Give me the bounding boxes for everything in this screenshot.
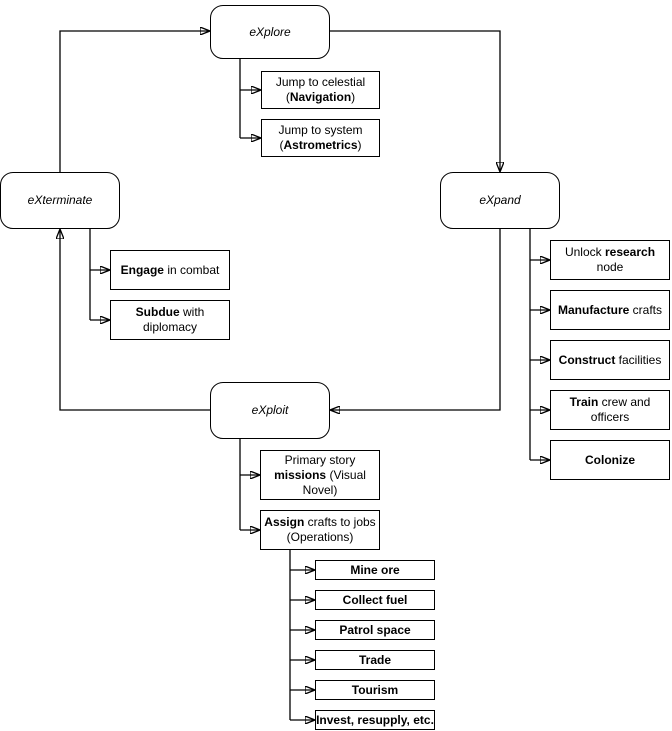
node-exploit-label: eXploit (251, 403, 289, 417)
box-train-crew-label: Train crew and officers (569, 395, 651, 424)
box-job-tourism: Tourism (315, 680, 435, 700)
node-exploit: eXploit (210, 382, 330, 439)
box-primary-missions: Primary story missions (Visual Novel) (260, 450, 380, 500)
box-job-mine-ore-label: Mine ore (350, 563, 400, 577)
node-expand-label: eXpand (479, 193, 521, 207)
connector-expand-to-exploit (331, 229, 501, 410)
box-job-collect-fuel: Collect fuel (315, 590, 435, 610)
box-job-patrol-space-label: Patrol space (339, 623, 411, 637)
node-expand: eXpand (440, 172, 560, 229)
node-exterminate: eXterminate (0, 172, 120, 229)
box-job-trade: Trade (315, 650, 435, 670)
box-primary-missions-label: Primary story missions (Visual Novel) (274, 452, 366, 497)
box-job-collect-fuel-label: Collect fuel (342, 593, 408, 607)
connector-explore-to-expand (330, 30, 500, 171)
box-engage-combat-label: Engage in combat (120, 262, 220, 277)
connector-exterminate-to-explore (59, 31, 209, 172)
box-jump-to-celestial-label: Jump to celestial (Navigation) (275, 75, 366, 104)
box-construct-facilities: Construct facilities (550, 340, 670, 380)
box-jump-to-celestial: Jump to celestial (Navigation) (261, 71, 380, 109)
box-subdue-diplomacy-label: Subdue with diplomacy (135, 305, 205, 334)
box-manufacture-crafts-label: Manufacture crafts (557, 302, 662, 317)
node-explore-label: eXplore (249, 24, 291, 39)
box-subdue-diplomacy: Subdue with diplomacy (110, 300, 230, 340)
connector-exploit-to-exterminate (60, 230, 210, 411)
box-train-crew: Train crew and officers (550, 390, 670, 430)
box-job-invest-label: Invest, resupply, etc. (316, 713, 434, 727)
node-explore: eXplore (210, 5, 330, 59)
box-unlock-research-label: Unlock research node (564, 245, 656, 274)
box-job-mine-ore: Mine ore (315, 560, 435, 580)
box-manufacture-crafts: Manufacture crafts (550, 290, 670, 330)
node-exterminate-label: eXterminate (27, 193, 93, 207)
box-assign-crafts-label: Assign crafts to jobs (Operations) (264, 515, 376, 544)
box-job-trade-label: Trade (358, 653, 391, 667)
box-jump-to-system-label: Jump to system (Astrometrics) (278, 123, 363, 152)
box-construct-facilities-label: Construct facilities (558, 352, 662, 367)
box-job-tourism-label: Tourism (351, 683, 399, 697)
box-engage-combat: Engage in combat (110, 250, 230, 290)
box-assign-crafts: Assign crafts to jobs (Operations) (260, 510, 380, 550)
box-colonize-label: Colonize (585, 452, 635, 467)
box-jump-to-system: Jump to system (Astrometrics) (261, 119, 380, 157)
box-unlock-research: Unlock research node (550, 240, 670, 280)
box-job-patrol-space: Patrol space (315, 620, 435, 640)
box-job-invest: Invest, resupply, etc. (315, 710, 435, 730)
box-colonize: Colonize (550, 440, 670, 480)
